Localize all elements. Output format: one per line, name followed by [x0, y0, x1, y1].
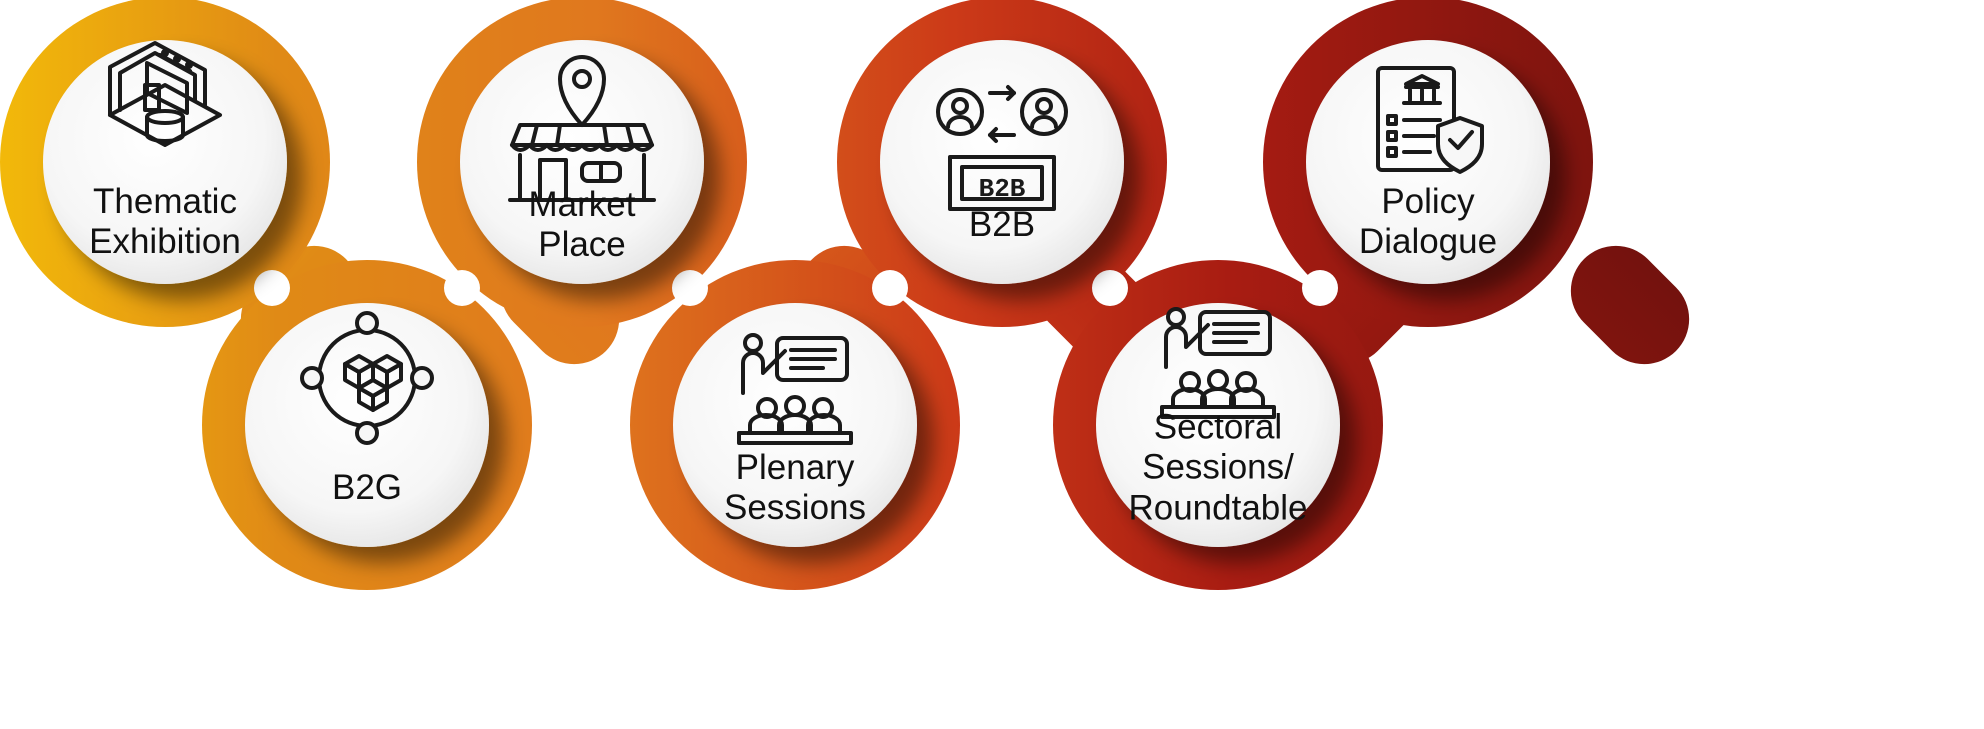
disc-plenary-sessions [673, 303, 917, 547]
exhibition-booth-icon [108, 41, 222, 147]
b2b-exchange-icon [936, 85, 1068, 211]
network-cubes-icon [300, 311, 434, 445]
presentation-audience-icon [1160, 307, 1276, 419]
label-b2g: B2G [331, 467, 403, 507]
label-b2b: B2B [968, 204, 1036, 244]
disc-sectoral-sessions [1096, 303, 1340, 547]
label-plenary-sessions: Plenary Sessions [723, 447, 867, 527]
storefront-location-icon [508, 55, 656, 202]
label-policy-dialogue: Policy Dialogue [1358, 181, 1498, 261]
disc-market-place [460, 40, 704, 284]
label-thematic-exhibition: Thematic Exhibition [89, 181, 241, 261]
policy-document-shield-icon [1376, 66, 1484, 174]
disc-policy-dialogue [1306, 40, 1550, 284]
b2b-board-text: B2B [979, 174, 1026, 204]
disc-b2b [880, 40, 1124, 284]
disc-thematic-exhibition [43, 40, 287, 284]
label-market-place: Market Place [528, 184, 636, 264]
label-sectoral-sessions: Sectoral Sessions/ Roundtable [1128, 407, 1308, 528]
presentation-audience-icon [737, 333, 853, 445]
